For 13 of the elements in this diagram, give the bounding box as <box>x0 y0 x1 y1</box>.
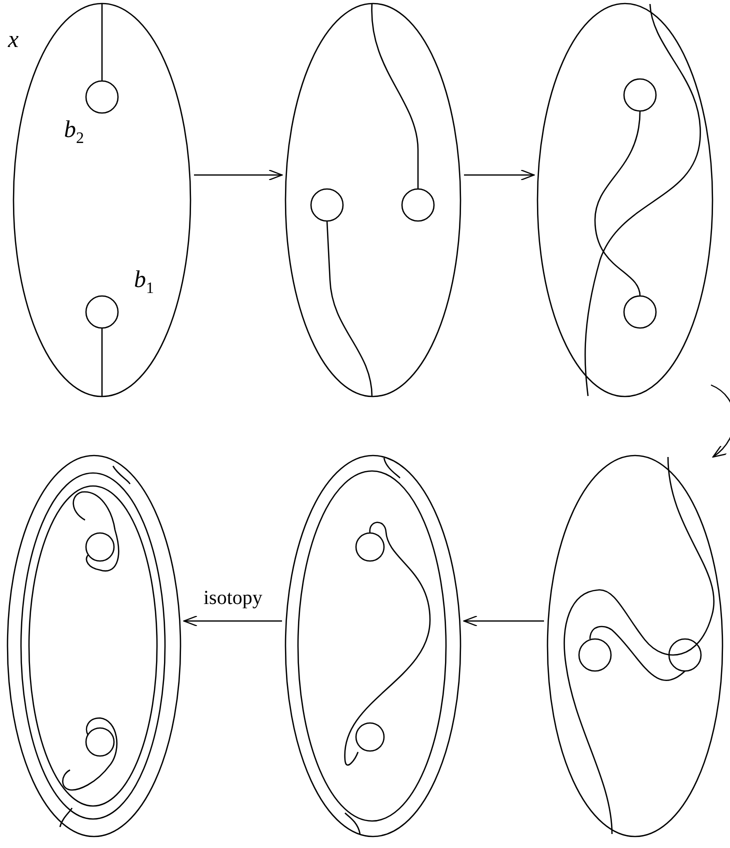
arrow <box>463 615 544 627</box>
disk-drawing <box>285 455 461 837</box>
arrow <box>183 615 282 627</box>
disk-drawing <box>7 455 181 837</box>
disk-drawing <box>547 455 723 837</box>
arrow <box>710 384 730 458</box>
math-label: b$_{1}$ <box>134 268 154 297</box>
arrow <box>194 169 283 181</box>
math-label: x <box>8 28 19 52</box>
disk-drawing <box>285 3 461 397</box>
math-label: b$_{2}$ <box>64 118 84 147</box>
disk-drawing <box>537 3 713 397</box>
arrow <box>464 169 535 181</box>
